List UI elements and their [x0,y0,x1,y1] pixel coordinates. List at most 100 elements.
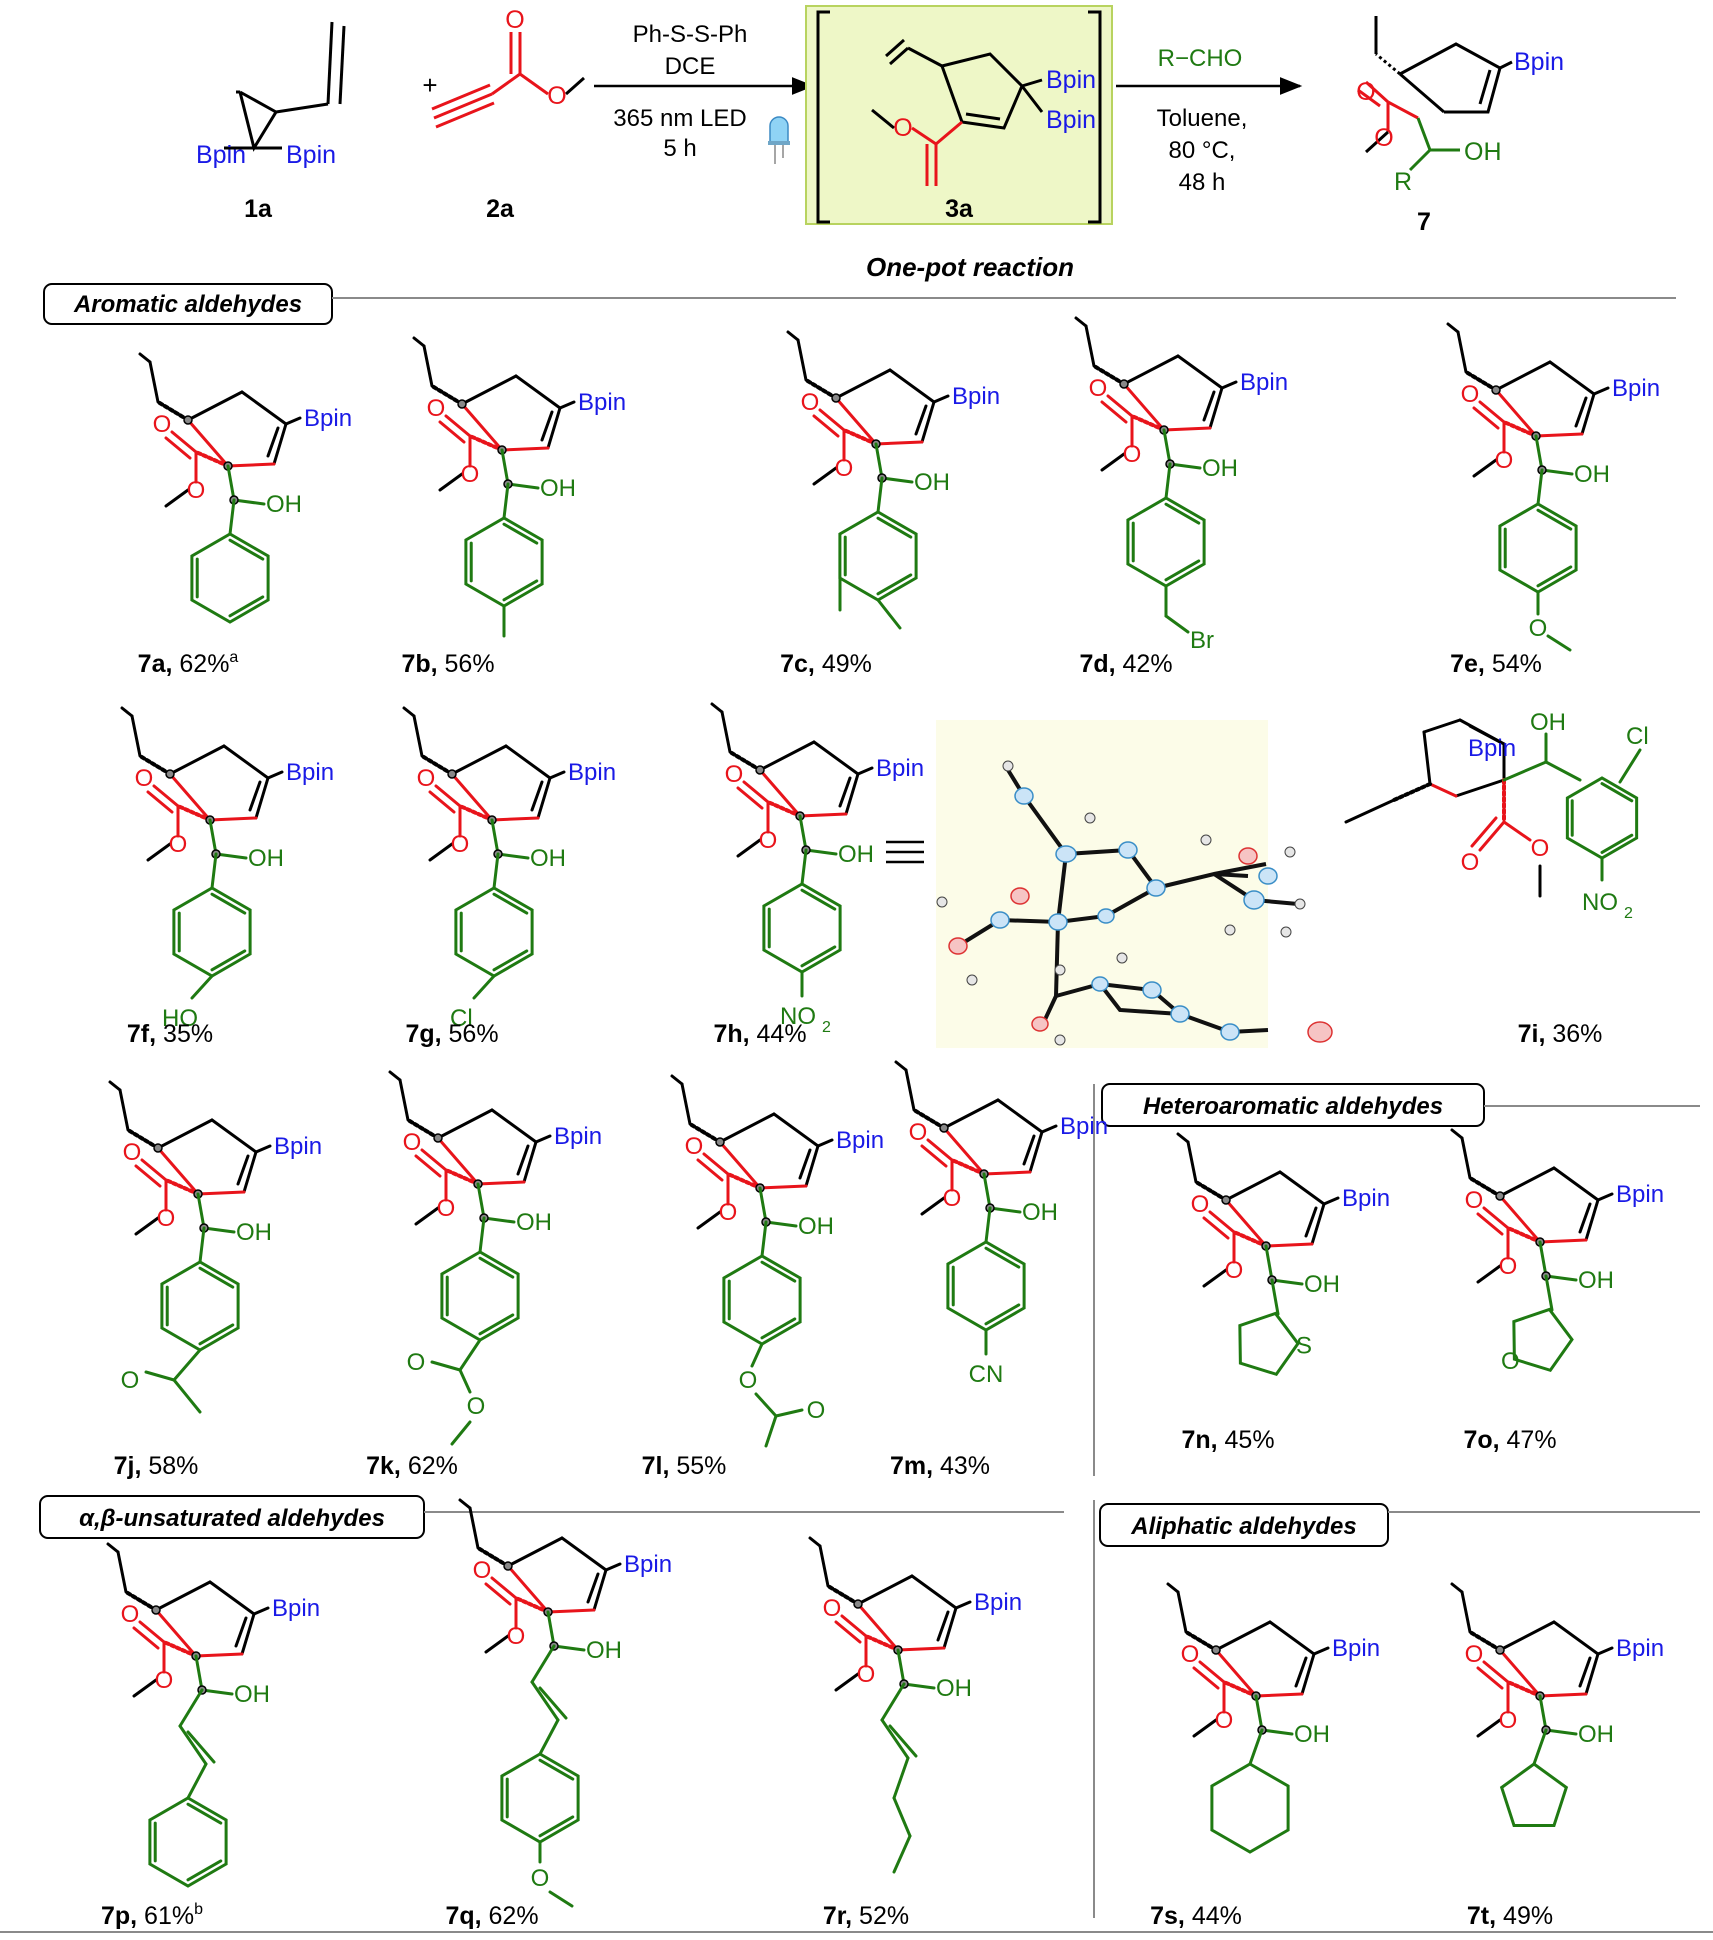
oh-label-7p: OH [234,1681,270,1708]
oh-label-7a: OH [266,491,302,518]
stereocenter-dot [1495,1191,1505,1201]
compound-label-7t: 7t, 49% [1467,1902,1553,1930]
bpin-label-7e: Bpin [1612,375,1660,402]
no2-label-7h: NO [780,1003,816,1030]
stereocenter-dot [183,415,193,425]
ester-carbonyl-o-7o: O [1465,1187,1484,1214]
3a-bpin-top: Bpin [1046,66,1096,94]
styryl-ring-7q [500,1752,580,1844]
product-structures: BpinOOOHBpinOOOHBpinOOOHBpinOOOHBrBpinOO… [106,316,1664,1908]
stereocenter-dot [715,1137,725,1147]
bpin-label-7k: Bpin [554,1123,602,1150]
ester-carbonyl-o-7i: O [1461,849,1480,876]
heteroring-7n [1238,1311,1300,1377]
bpin-label-7a: Bpin [304,405,352,432]
ester2-o2-7k: O [467,1393,486,1420]
section-heteroaromatic: Heteroaromatic aldehydes [1093,1083,1700,1476]
compound-yield: 54% [1485,650,1542,678]
compound-yield: 49% [1496,1902,1553,1930]
compound-yield: 44% [1185,1902,1242,1930]
ester-o-7o: O [1499,1253,1518,1280]
aryl-ring-7g [454,886,534,978]
oh-label-7s: OH [1294,1721,1330,1748]
oh-label-7i: OH [1530,709,1566,736]
oh-label-7k: OH [516,1209,552,1236]
compound-id: 7n, [1181,1426,1217,1454]
compound-label-7j: 7j, 58% [114,1452,199,1480]
hetero-atom-7o: O [1501,1348,1520,1375]
bpin-label-7q: Bpin [624,1551,672,1578]
aryl-ring-7b [464,516,544,608]
compound-id: 7g, [405,1020,441,1048]
ester-carbonyl-o-7j: O [123,1139,142,1166]
aryl-ring-7j [160,1260,240,1352]
compound-id: 7d, [1079,650,1115,678]
section-heteroaromatic-title: Heteroaromatic aldehydes [1143,1093,1443,1120]
ome-o-7q: O [531,1865,550,1892]
ester-carbonyl-o-7k: O [403,1129,422,1156]
oh-label-7d: OH [1202,455,1238,482]
section-unsaturated: α,β-unsaturated aldehydes [39,1495,1064,1539]
structure-2a [431,32,585,129]
ester-carbonyl-o-7p: O [121,1601,140,1628]
scheme-header: Bpin Bpin 1a + O O 2a Ph-S-S-Ph DCE 365 … [196,5,1564,282]
section-aliphatic-title: Aliphatic aldehydes [1130,1513,1356,1540]
no2-label-7i: NO [1582,889,1618,916]
1a-bpin-right: Bpin [286,141,336,169]
compound-id: 7q, [445,1902,481,1930]
compound-label-7s: 7s, 44% [1150,1902,1242,1930]
bpin-label-7s: Bpin [1332,1635,1380,1662]
ester-carbonyl-o-7d: O [1089,375,1108,402]
section-unsaturated-title: α,β-unsaturated aldehydes [79,1505,385,1532]
bpin-label-7r: Bpin [974,1589,1022,1616]
crystal-structure-panel [936,720,1333,1048]
compound-id: 7r, [823,1902,852,1930]
oh-label-7g: OH [530,845,566,872]
compound-label-7b: 7b, 56% [401,650,494,678]
compound-label-7n: 7n, 45% [1181,1426,1274,1454]
bpin-label-7b: Bpin [578,389,626,416]
compound-id: 7k, [366,1452,401,1480]
compound-yield: 62% [401,1452,458,1480]
7-oh: OH [1464,138,1502,166]
structure-3a [871,38,1044,186]
compound-yield: 36% [1545,1020,1602,1048]
compound-id: 7o, [1463,1426,1499,1454]
stereocenter-dot [831,393,841,403]
compound-label-7m: 7m, 43% [890,1452,990,1480]
ester-carbonyl-o-7q: O [473,1557,492,1584]
compound-label-7a: 7a, 62%a [138,649,239,678]
stereocenter-dot [153,1143,163,1153]
ester-o-7a: O [187,477,206,504]
2a-ester-o: O [547,82,566,110]
bpin-label-7n: Bpin [1342,1185,1390,1212]
stereocenter-dot [433,1133,443,1143]
ester-carbonyl-o-7c: O [801,389,820,416]
1a-bpin-left: Bpin [196,141,246,169]
compound-yield: 35% [156,1020,213,1048]
compound-id: 7s, [1150,1902,1185,1930]
ester-o-7p: O [155,1667,174,1694]
stereocenter-dot [1495,1645,1505,1655]
compound-footnote: b [194,1901,203,1918]
ester-o-7c: O [835,455,854,482]
compound-yield: 62% [172,650,229,678]
bpin-label-7i: Bpin [1468,735,1516,762]
ester-o-7b: O [461,461,480,488]
compound-id: 7a, [138,650,173,678]
stereocenter-dot [853,1599,863,1609]
br-label-7d: Br [1190,627,1214,654]
compound-label-7o: 7o, 47% [1463,1426,1556,1454]
ester-o-7k: O [437,1195,456,1222]
stereocenter-dot [457,399,467,409]
oh-label-7j: OH [236,1219,272,1246]
cond1-line3: 365 nm LED [613,105,746,132]
equivalence-symbol [886,840,924,864]
